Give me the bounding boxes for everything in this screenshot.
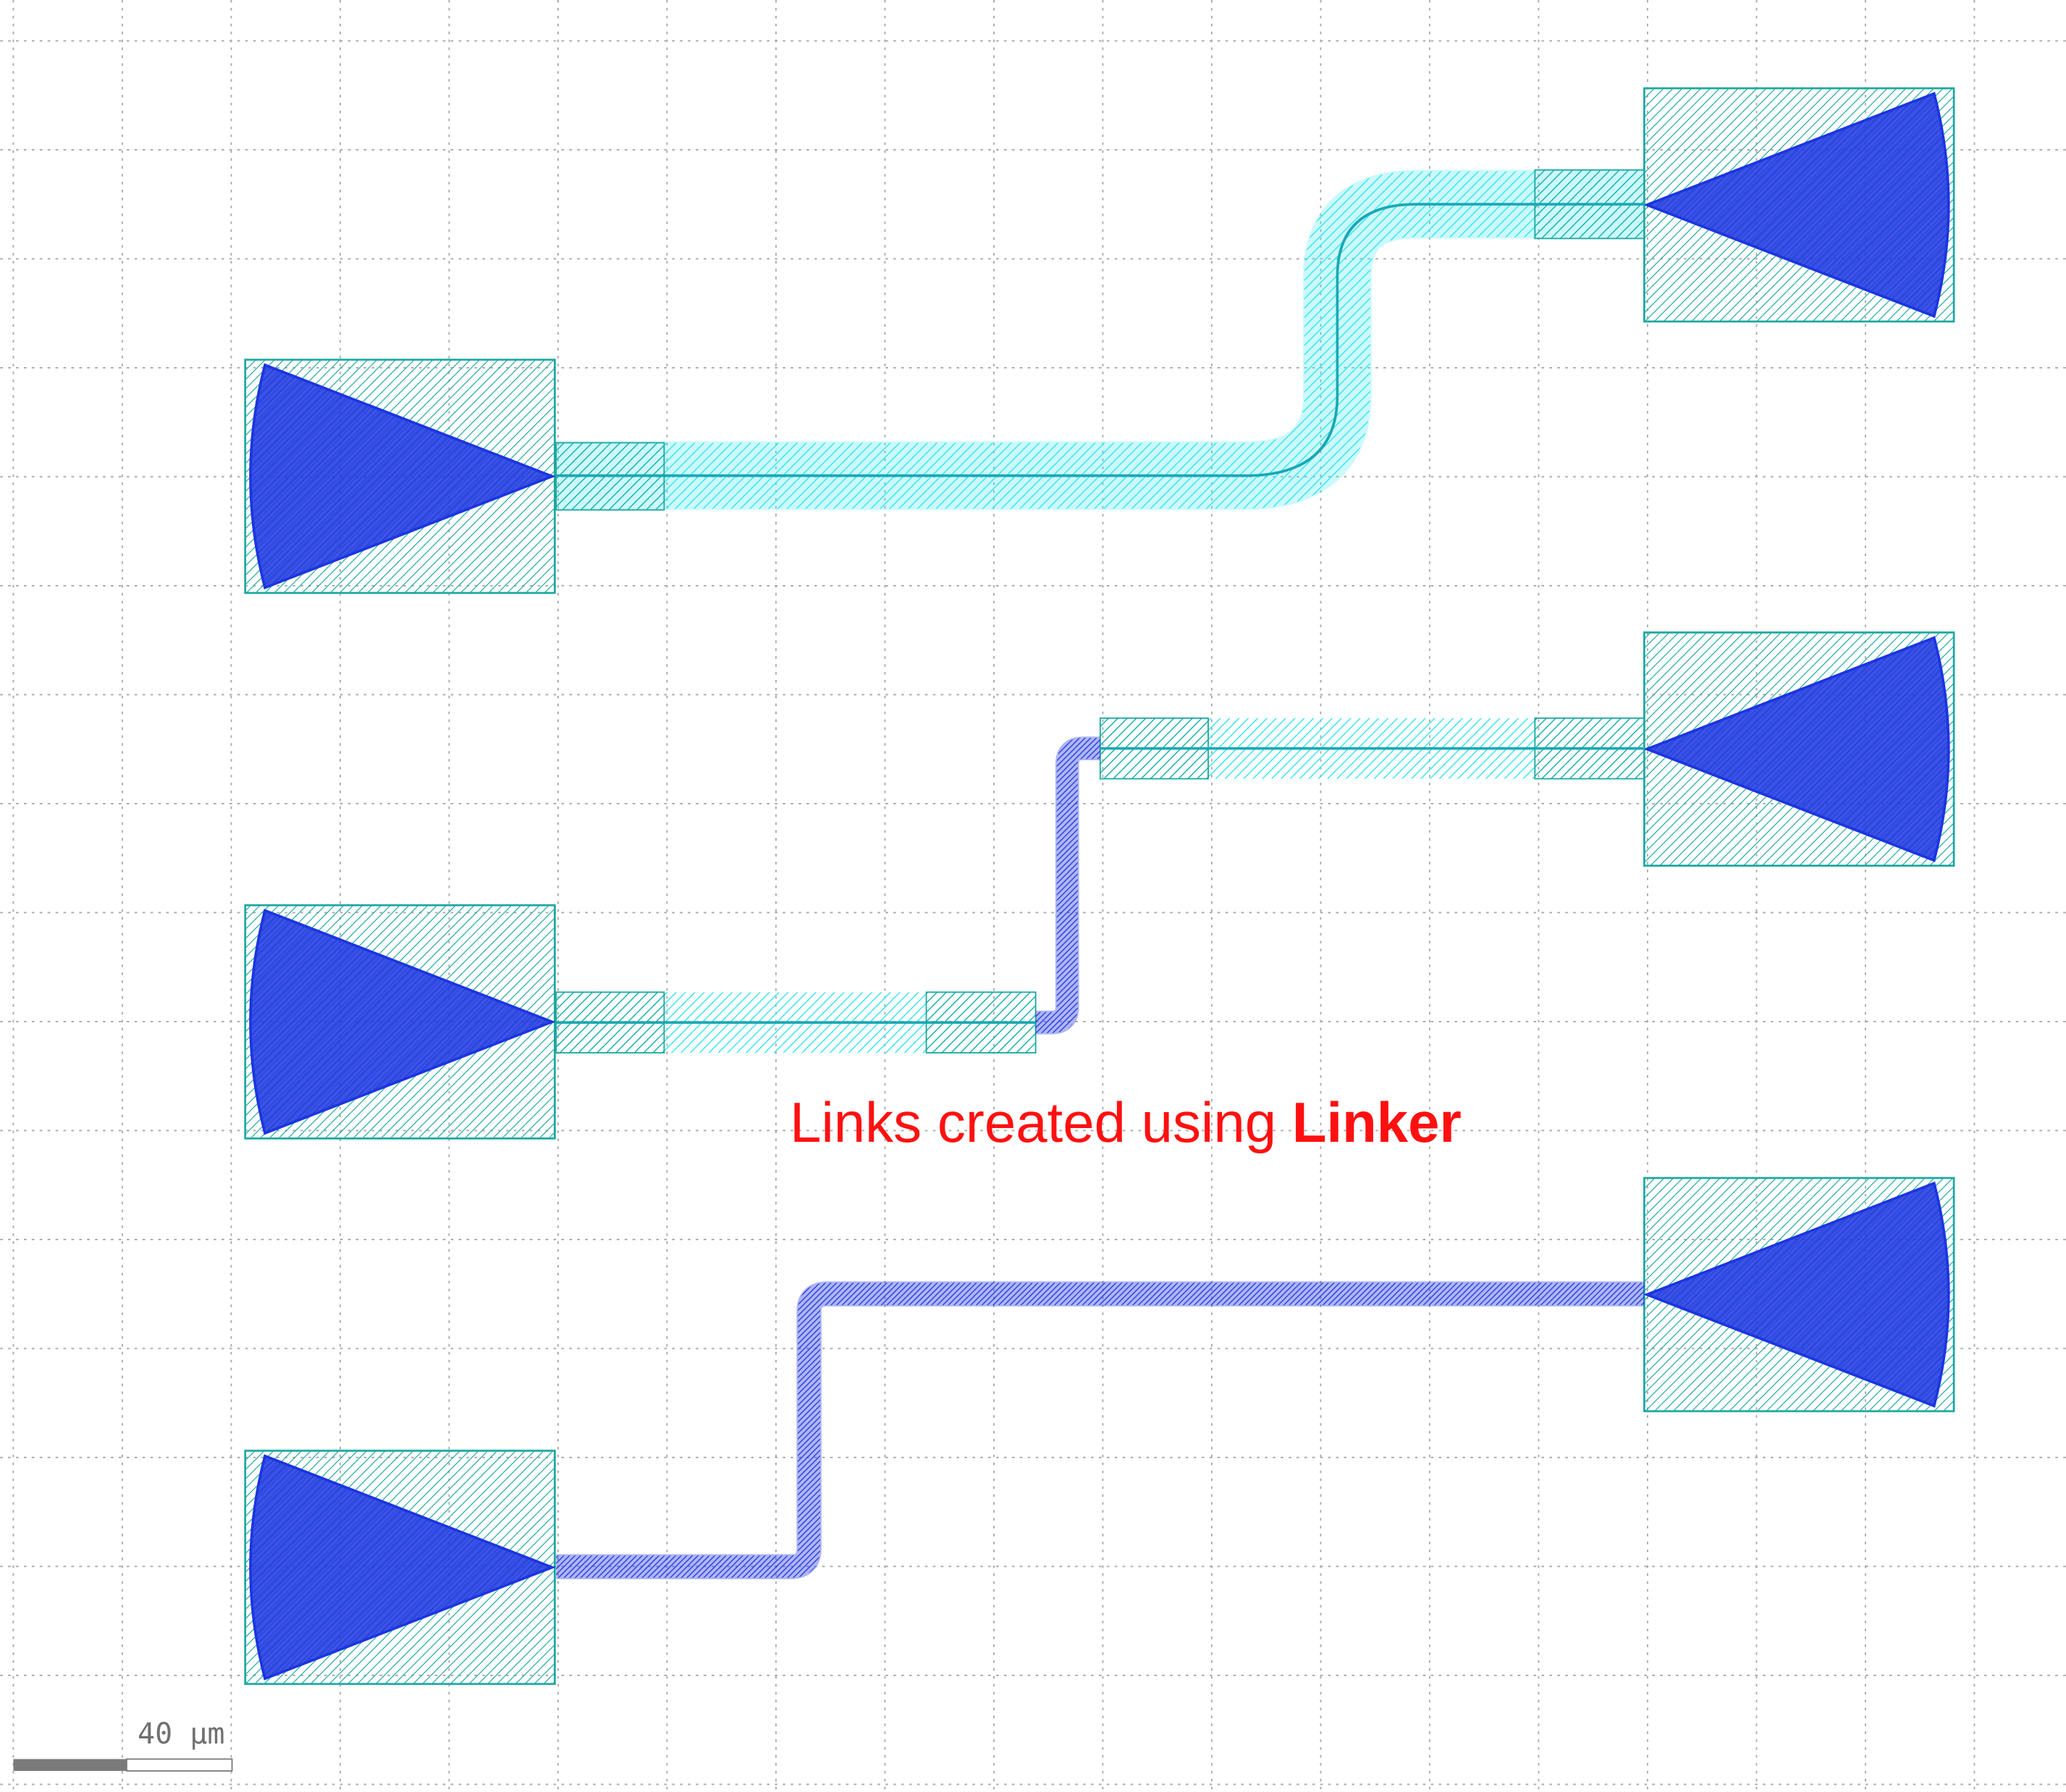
scale-bar	[13, 1758, 233, 1772]
link-2-taper-b	[1534, 717, 1645, 780]
coupler-taper-hatch	[250, 1455, 552, 1679]
coupler-taper-hatch	[1647, 1183, 1949, 1406]
coupler-3	[244, 904, 556, 1140]
annotation-regular: Links created using	[790, 1090, 1292, 1154]
link-2	[555, 717, 1645, 1053]
link-1-waveguide-edge	[556, 169, 1645, 510]
link-2-narrow-bend	[1035, 738, 1100, 1033]
link-3-waveguide-outline	[556, 1281, 1645, 1580]
link-2-narrow-bend-outline	[1035, 736, 1100, 1035]
link-1	[555, 169, 1645, 511]
coupler-6	[1643, 1177, 1955, 1413]
grating-couplers	[244, 87, 1955, 1686]
coupler-5	[244, 1450, 556, 1686]
coupler-2	[1643, 87, 1955, 323]
link-2-taper-c	[555, 991, 665, 1053]
link-1-taper-right	[1534, 169, 1645, 240]
scale-bar-filled	[13, 1759, 127, 1771]
link-3-waveguide	[556, 1282, 1645, 1578]
coupler-taper-hatch	[250, 910, 552, 1134]
coupler-4	[1643, 631, 1955, 867]
coupler-taper-hatch	[1647, 93, 1949, 316]
scale-bar-empty	[126, 1758, 233, 1772]
link-1-taper-left	[555, 442, 665, 511]
scale-bar-label: 40 µm	[138, 1717, 225, 1751]
link-2-taper-a	[1099, 717, 1209, 780]
link-1-core	[556, 203, 1645, 477]
annotation-bold: Linker	[1291, 1090, 1462, 1154]
link-3	[556, 1281, 1645, 1580]
coupler-1	[244, 358, 556, 594]
coupler-taper-hatch	[250, 365, 552, 588]
link-1-waveguide	[556, 171, 1645, 509]
coupler-taper-hatch	[1647, 637, 1949, 861]
link-2-taper-d	[925, 991, 1037, 1053]
link-annotation: Links created using Linker	[0, 1090, 2066, 1156]
